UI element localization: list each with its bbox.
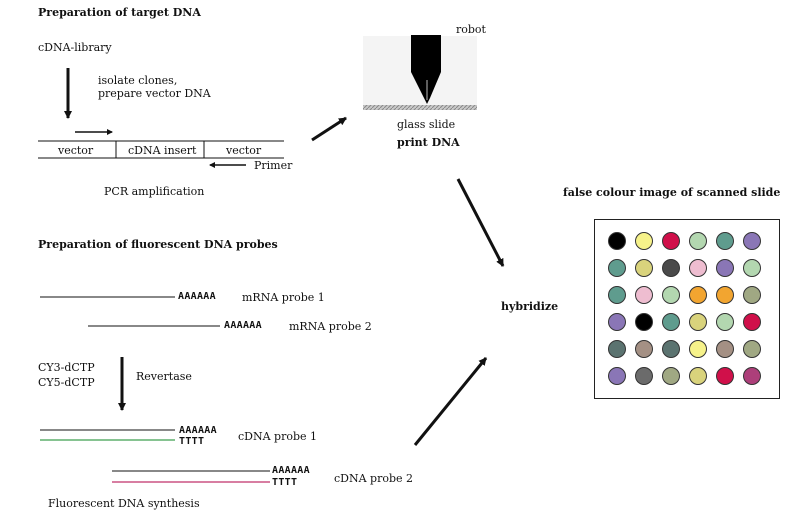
cdna-2-label: cDNA probe 2 <box>334 472 414 485</box>
array-spot <box>716 367 734 385</box>
array-spot <box>689 259 707 277</box>
cdna-1-tail: AAAAAA <box>179 425 217 436</box>
cdna-insert-label: cDNA insert <box>128 144 197 157</box>
array-spot <box>608 232 626 250</box>
vector-construct <box>38 140 284 159</box>
cdna-1-tttt: TTTT <box>179 436 205 447</box>
pcr-label: PCR amplification <box>104 185 205 198</box>
arrow-to-hybridize-top <box>456 178 505 267</box>
array-spot <box>635 313 653 331</box>
hybridize-label: hybridize <box>501 300 559 313</box>
glass-slide-icon <box>363 105 477 110</box>
array-spot <box>635 232 653 250</box>
robot-pin-icon <box>411 35 441 104</box>
array-spot <box>743 340 761 358</box>
array-spot <box>743 367 761 385</box>
cdna-1-label: cDNA probe 1 <box>238 430 318 443</box>
isolate-label-2: prepare vector DNA <box>98 87 211 100</box>
array-spot <box>635 367 653 385</box>
array-spot <box>716 259 734 277</box>
array-spot <box>716 313 734 331</box>
array-spot <box>608 367 626 385</box>
cdna-2-tail: AAAAAA <box>272 465 310 476</box>
array-spot <box>608 286 626 304</box>
vector-right-label: vector <box>226 144 262 157</box>
robot-label: robot <box>456 23 486 36</box>
array-spot <box>689 313 707 331</box>
revertase-label: Revertase <box>136 370 192 383</box>
array-spot <box>743 259 761 277</box>
target-heading: Preparation of target DNA <box>38 6 201 19</box>
array-spot <box>716 286 734 304</box>
array-spot <box>743 313 761 331</box>
array-spot <box>662 313 680 331</box>
mrna-2-tail: AAAAAA <box>224 320 262 331</box>
array-spot <box>662 367 680 385</box>
cy3-label: CY3-dCTP <box>38 361 95 374</box>
primer-label: Primer <box>254 159 293 172</box>
mrna-2-label: mRNA probe 2 <box>289 320 372 333</box>
array-spot <box>608 340 626 358</box>
synthesis-label: Fluorescent DNA synthesis <box>48 497 200 510</box>
array-spot <box>608 259 626 277</box>
array-spot <box>716 340 734 358</box>
array-spot <box>689 286 707 304</box>
arrow-to-hybridize-bottom <box>413 357 488 446</box>
array-spot <box>689 340 707 358</box>
cdna-library-label: cDNA-library <box>38 41 112 54</box>
mrna-1-tail: AAAAAA <box>178 291 216 302</box>
scanned-slide-grid <box>594 219 780 399</box>
vector-left-label: vector <box>58 144 94 157</box>
isolate-label-1: isolate clones, <box>98 74 178 87</box>
array-spot <box>662 259 680 277</box>
probes-heading: Preparation of fluorescent DNA probes <box>38 238 278 251</box>
array-spot <box>662 286 680 304</box>
glass-slide-label: glass slide <box>397 118 456 131</box>
array-spot <box>689 232 707 250</box>
arrow-to-robot <box>311 116 347 142</box>
mrna-1-label: mRNA probe 1 <box>242 291 325 304</box>
array-spot <box>689 367 707 385</box>
array-spot <box>608 313 626 331</box>
print-dna-label: print DNA <box>397 136 460 149</box>
array-spot <box>662 232 680 250</box>
array-spot <box>716 232 734 250</box>
array-spot <box>635 259 653 277</box>
scan-title: false colour image of scanned slide <box>563 186 781 199</box>
cy5-label: CY5-dCTP <box>38 376 95 389</box>
array-spot <box>635 340 653 358</box>
array-spot <box>662 340 680 358</box>
cdna-2-tttt: TTTT <box>272 477 298 488</box>
array-spot <box>743 232 761 250</box>
array-spot <box>743 286 761 304</box>
array-spot <box>635 286 653 304</box>
